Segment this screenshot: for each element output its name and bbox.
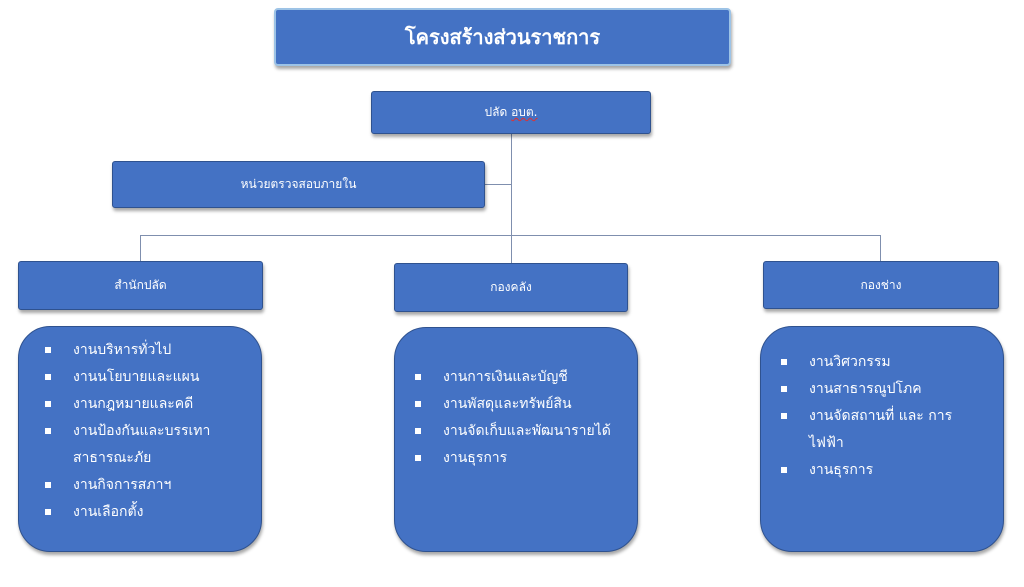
head-label-prefix: ปลัด — [484, 105, 512, 119]
connector-dept-2 — [511, 235, 512, 263]
dept-label: กองคลัง — [490, 280, 532, 294]
dept-box-office: สำนักปลัด — [18, 261, 263, 310]
list-item: งานพัสดุและทรัพย์สิน — [407, 391, 631, 418]
task-list: งานบริหารทั่วไป งานนโยบายและแผน งานกฎหมา… — [37, 337, 247, 526]
list-item: งานกิจการสภาฯ — [37, 472, 247, 499]
dept-label: กองช่าง — [860, 277, 902, 292]
audit-label: หน่วยตรวจสอบภายใน — [240, 177, 357, 191]
dept-box-finance: กองคลัง — [394, 263, 628, 312]
tasks-panel-office: งานบริหารทั่วไป งานนโยบายและแผน งานกฎหมา… — [18, 326, 262, 552]
task-list: งานการเงินและบัญชี งานพัสดุและทรัพย์สิน … — [407, 364, 631, 472]
tasks-panel-engineering: งานวิศวกรรม งานสาธารณูปโภค งานจัดสถานที่… — [760, 326, 1004, 552]
head-box: ปลัด อบต. — [371, 91, 651, 134]
list-item: งานนโยบายและแผน — [37, 364, 247, 391]
list-item: งานวิศวกรรม — [773, 349, 969, 376]
task-list: งานวิศวกรรม งานสาธารณูปโภค งานจัดสถานที่… — [773, 349, 969, 484]
list-item: งานสาธารณูปโภค — [773, 376, 969, 403]
dept-box-engineering: กองช่าง — [763, 261, 999, 309]
list-item: งานการเงินและบัญชี — [407, 364, 631, 391]
list-item: งานธุรการ — [407, 445, 631, 472]
list-item: งานจัดสถานที่ และ การไฟฟ้า — [773, 403, 969, 457]
audit-box: หน่วยตรวจสอบภายใน — [112, 161, 485, 208]
list-item: งานธุรการ — [773, 457, 969, 484]
head-label-abbr: อบต. — [511, 105, 538, 119]
list-item: งานกฎหมายและคดี — [37, 391, 247, 418]
connector-dept-3 — [880, 235, 881, 261]
list-item: งานเลือกตั้ง — [37, 499, 247, 526]
list-item: งานบริหารทั่วไป — [37, 337, 247, 364]
chart-title: โครงสร้างส่วนราชการ — [274, 8, 731, 66]
connector-dept-1 — [140, 235, 141, 261]
list-item: งานป้องกันและบรรเทาสาธารณะภัย — [37, 418, 247, 472]
connector-audit — [485, 184, 512, 185]
dept-label: สำนักปลัด — [114, 278, 167, 292]
connector-horizontal — [140, 235, 881, 236]
list-item: งานจัดเก็บและพัฒนารายได้ — [407, 418, 631, 445]
tasks-panel-finance: งานการเงินและบัญชี งานพัสดุและทรัพย์สิน … — [394, 327, 638, 552]
